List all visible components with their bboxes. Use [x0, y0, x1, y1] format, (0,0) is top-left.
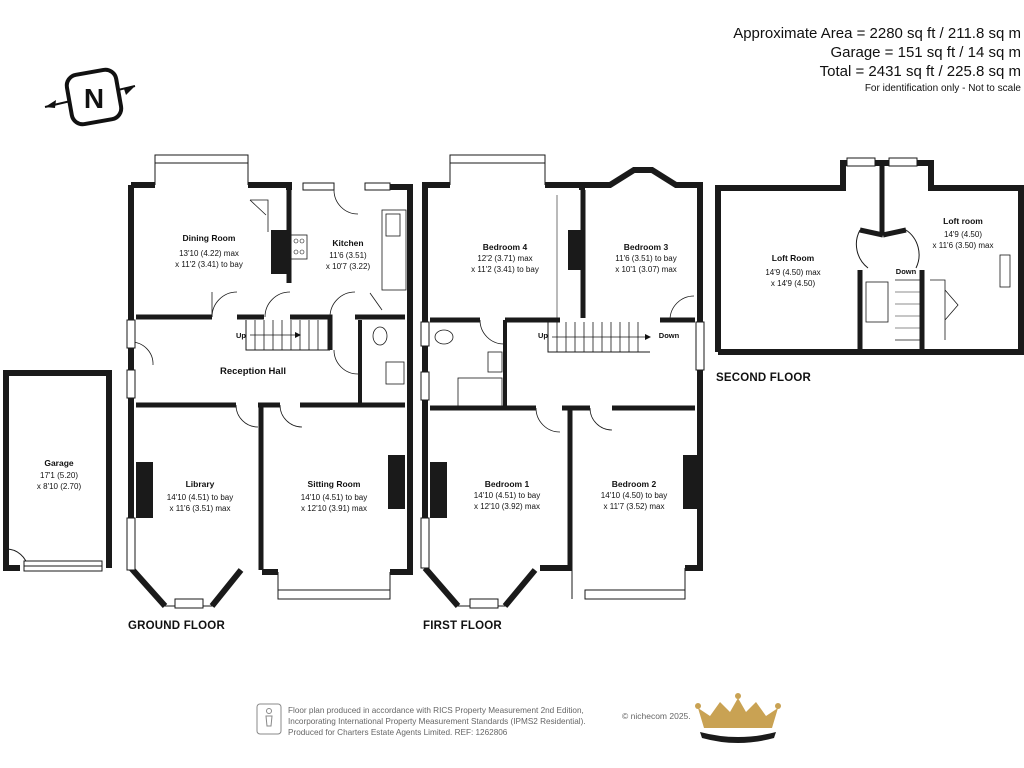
- bedroom-3-dim1: 11'6 (3.51) to bay: [615, 254, 676, 263]
- second-stairs-down-label: Down: [896, 267, 917, 276]
- loft-room-dim2: x 14'9 (4.50): [771, 279, 816, 288]
- library-dim2: x 11'6 (3.51) max: [170, 504, 231, 513]
- footer-line-1: Floor plan produced in accordance with R…: [288, 706, 584, 715]
- footer-text: Floor plan produced in accordance with R…: [288, 705, 586, 738]
- area-summary: Approximate Area = 2280 sq ft / 211.8 sq…: [733, 24, 1021, 94]
- kitchen-name: Kitchen: [332, 238, 363, 248]
- reception-hall-name: Reception Hall: [220, 366, 286, 377]
- dining-room-dim1: 13'10 (4.22) max: [179, 249, 239, 258]
- bedroom-2-dim1: 14'10 (4.50) to bay: [601, 491, 667, 500]
- dining-room-dim2: x 11'2 (3.41) to bay: [175, 260, 243, 269]
- garage-plan: [3, 370, 112, 572]
- bedroom-3-dim2: x 10'1 (3.07) max: [615, 265, 677, 274]
- bedroom-4-dim2: x 11'2 (3.41) to bay: [471, 265, 539, 274]
- garage-name: Garage: [44, 458, 74, 468]
- room-labels: Dining Room 13'10 (4.22) max x 11'2 (3.4…: [37, 216, 994, 513]
- compass-letter: N: [84, 83, 104, 114]
- north-compass-icon: N: [44, 67, 136, 127]
- first-stairs-up-label: Up: [538, 331, 548, 340]
- bedroom-2-dim2: x 11'7 (3.52) max: [604, 502, 665, 511]
- bedroom-3-name: Bedroom 3: [624, 242, 669, 252]
- garage-dim1: 17'1 (5.20): [40, 471, 78, 480]
- bedroom-2-name: Bedroom 2: [612, 479, 657, 489]
- library-dim1: 14'10 (4.51) to bay: [167, 493, 233, 502]
- approx-area-text: Approximate Area = 2280 sq ft / 211.8 sq…: [733, 25, 1021, 42]
- kitchen-dim1: 11'6 (3.51): [329, 251, 367, 260]
- first-floor-label: FIRST FLOOR: [423, 620, 502, 632]
- sitting-room-name: Sitting Room: [308, 479, 361, 489]
- person-icon: [256, 703, 282, 735]
- ground-stairs-up-label: Up: [236, 331, 246, 340]
- first-stairs-down-label: Down: [659, 331, 680, 340]
- loft-room-2-name: Loft room: [943, 216, 983, 226]
- loft-room-dim1: 14'9 (4.50) max: [765, 268, 820, 277]
- total-area-text: Total = 2431 sq ft / 225.8 sq m: [819, 63, 1021, 80]
- loft-room-2-dim1: 14'9 (4.50): [944, 230, 982, 239]
- second-floor-label: SECOND FLOOR: [716, 372, 812, 384]
- bedroom-1-name: Bedroom 1: [485, 479, 530, 489]
- first-floor-plan: [420, 154, 705, 609]
- second-floor-plan: [715, 157, 1024, 355]
- loft-room-name: Loft Room: [772, 253, 815, 263]
- ground-floor-label: GROUND FLOOR: [128, 620, 225, 632]
- copyright-text: © nichecom 2025.: [622, 711, 691, 721]
- kitchen-dim2: x 10'7 (3.22): [326, 262, 371, 271]
- sitting-room-dim1: 14'10 (4.51) to bay: [301, 493, 367, 502]
- bedroom-1-dim2: x 12'10 (3.92) max: [474, 502, 540, 511]
- footer-line-3: Produced for Charters Estate Agents Limi…: [288, 728, 508, 737]
- sitting-room-dim2: x 12'10 (3.91) max: [301, 504, 367, 513]
- bedroom-1-dim1: 14'10 (4.51) to bay: [474, 491, 540, 500]
- garage-dim2: x 8'10 (2.70): [37, 482, 82, 491]
- bedroom-4-dim1: 12'2 (3.71) max: [477, 254, 532, 263]
- loft-room-2-dim2: x 11'6 (3.50) max: [933, 241, 994, 250]
- library-name: Library: [186, 479, 215, 489]
- crown-logo: [695, 693, 781, 743]
- footer-line-2: Incorporating International Property Mea…: [288, 717, 586, 726]
- disclaimer-text: For identification only - Not to scale: [864, 83, 1021, 94]
- ground-floor-plan: [126, 154, 413, 609]
- bedroom-4-name: Bedroom 4: [483, 242, 528, 252]
- garage-area-text: Garage = 151 sq ft / 14 sq m: [830, 44, 1021, 61]
- dining-room-name: Dining Room: [183, 233, 236, 243]
